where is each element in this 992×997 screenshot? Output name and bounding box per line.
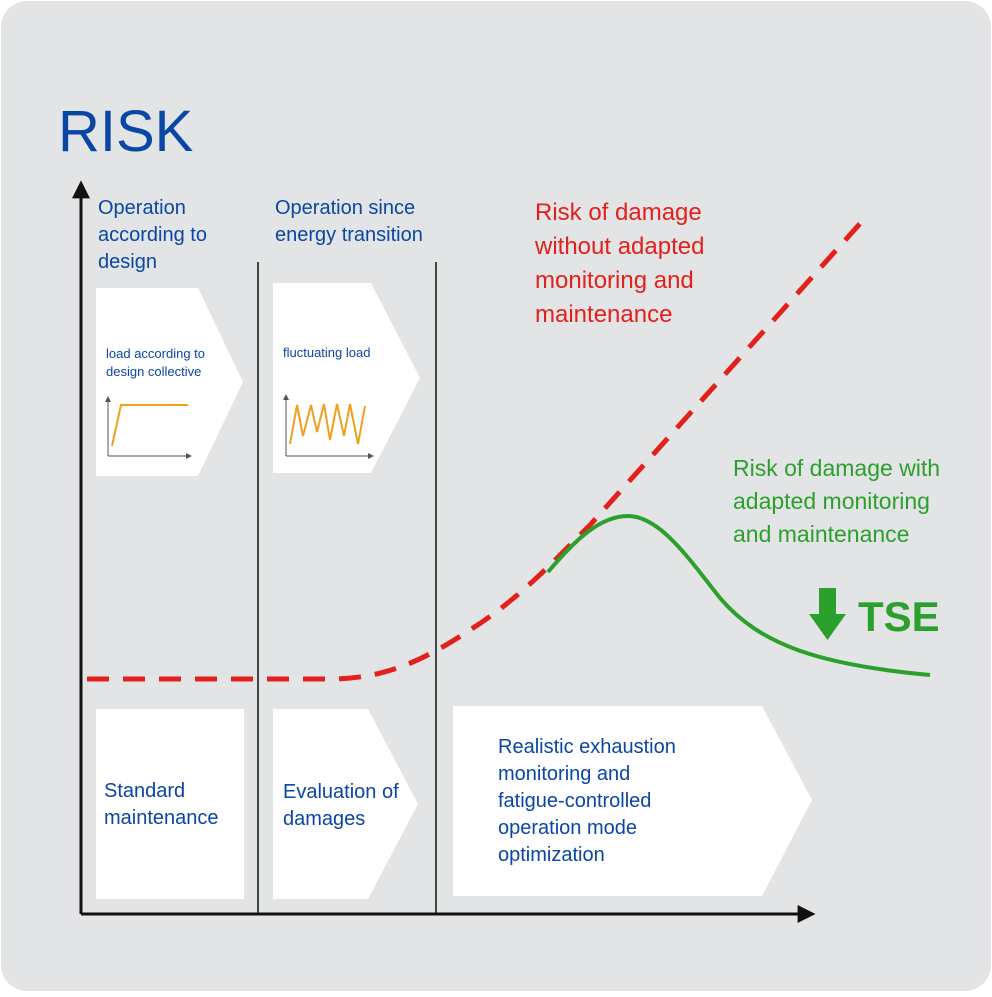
- phase-label-design-line: Operation: [98, 197, 186, 219]
- maintenance-card-standard: Standard maintenance: [96, 709, 244, 899]
- risk-curve-without-monitoring: [87, 216, 867, 682]
- maintenance-card-realistic-text: Realistic exhaustion monitoring and fati…: [498, 736, 681, 866]
- maintenance-card-realistic-line: Realistic exhaustion: [498, 736, 676, 758]
- maintenance-card-realistic: Realistic exhaustion monitoring and fati…: [453, 706, 812, 896]
- phase-label-transition-line: Operation since: [275, 197, 415, 219]
- maintenance-card-standard-line: Standard: [104, 780, 185, 802]
- down-arrow-icon: [809, 588, 846, 640]
- maintenance-card-evaluation: Evaluation of damages: [273, 709, 418, 899]
- maintenance-card-realistic-line: operation mode: [498, 817, 637, 839]
- risk-label-without-line: monitoring and: [535, 267, 694, 294]
- phase-label-transition-line: energy transition: [275, 224, 423, 246]
- tse-badge: TSE: [809, 588, 940, 640]
- load-card-design-line: load according to: [106, 346, 205, 361]
- phase-label-design-line: design: [98, 251, 157, 273]
- mini-chart-design-collective: [105, 396, 192, 459]
- risk-label-with-line: Risk of damage with: [733, 455, 940, 481]
- load-card-design-text: load according to design collective: [106, 346, 209, 379]
- phase-label-transition: Operation since energy transition: [275, 197, 423, 246]
- phase-label-design-line: according to: [98, 224, 207, 246]
- maintenance-card-realistic-line: optimization: [498, 844, 605, 866]
- maintenance-card-standard-line: maintenance: [104, 807, 219, 829]
- risk-label-without-line: without adapted: [534, 233, 704, 260]
- maintenance-card-realistic-line: monitoring and: [498, 763, 630, 785]
- maintenance-card-evaluation-line: damages: [283, 808, 365, 830]
- load-card-design: load according to design collective: [96, 288, 243, 476]
- maintenance-card-standard-text: Standard maintenance: [104, 780, 219, 829]
- load-card-fluctuating-text: fluctuating load: [283, 345, 370, 360]
- load-card-design-line: design collective: [106, 364, 201, 379]
- risk-label-with-line: and maintenance: [733, 521, 909, 547]
- maintenance-card-evaluation-line: Evaluation of: [283, 781, 399, 803]
- maintenance-card-realistic-line: fatigue-controlled: [498, 790, 651, 812]
- load-card-fluctuating: fluctuating load: [273, 283, 420, 473]
- mini-chart-fluctuating: [283, 394, 374, 459]
- risk-label-without-monitoring: Risk of damage without adapted monitorin…: [534, 199, 711, 328]
- risk-label-without-line: Risk of damage: [535, 199, 702, 226]
- risk-label-without-line: maintenance: [535, 301, 672, 328]
- risk-curve-with-monitoring: [546, 513, 931, 677]
- tse-label: TSE: [858, 593, 940, 640]
- risk-label-with-line: adapted monitoring: [733, 488, 930, 514]
- diagram-title: RISK: [58, 99, 194, 164]
- risk-label-with-monitoring: Risk of damage with adapted monitoring a…: [733, 455, 946, 547]
- maintenance-card-evaluation-text: Evaluation of damages: [283, 781, 404, 830]
- phase-label-design: Operation according to design: [98, 197, 213, 273]
